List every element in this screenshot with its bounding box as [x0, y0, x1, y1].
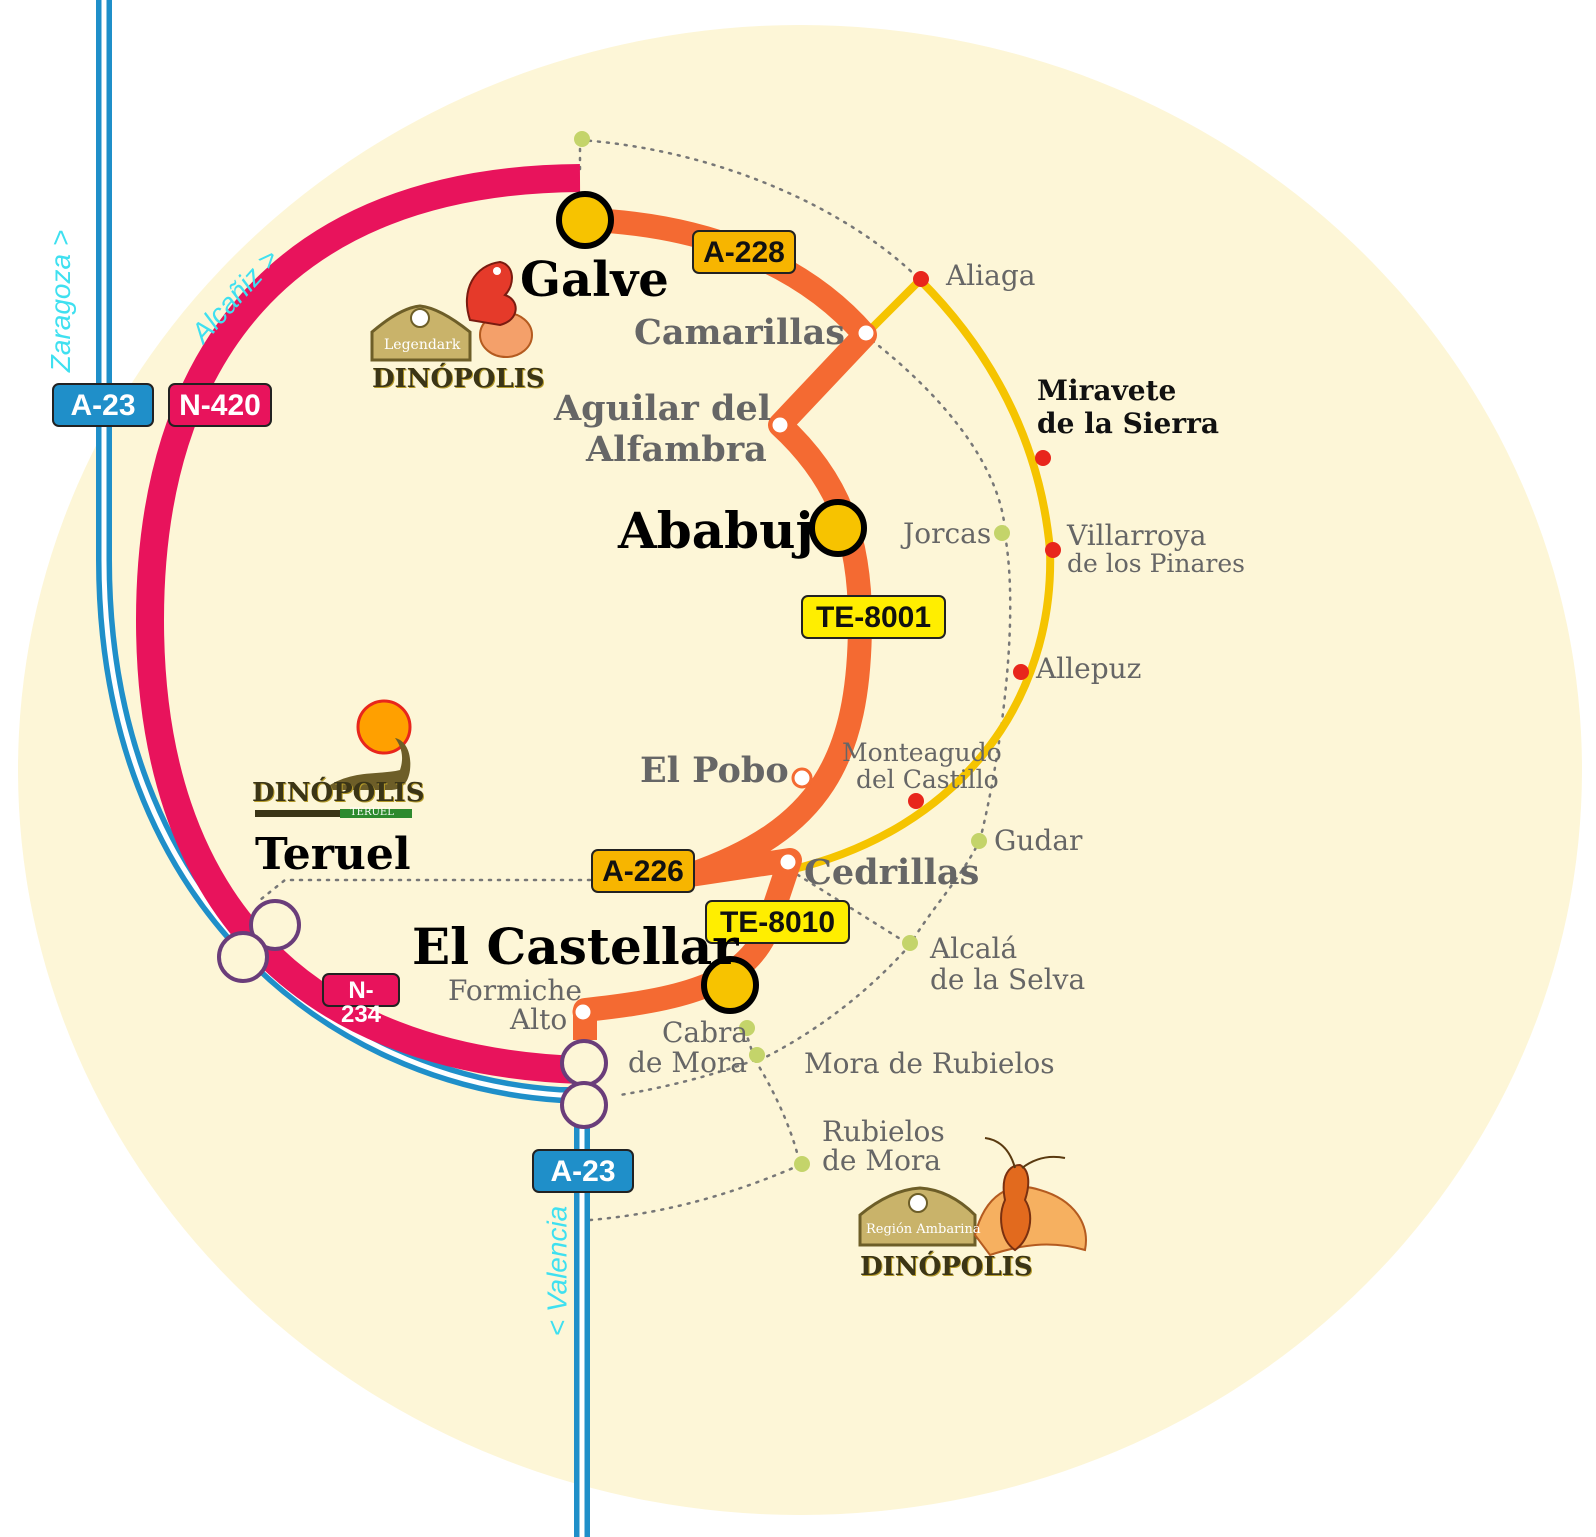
villarroya-node [1045, 542, 1061, 558]
alcala-node [902, 935, 918, 951]
road-badge-te8010: TE-8010 [705, 900, 850, 944]
top-node [574, 131, 590, 147]
ambarina-badge-text: Región Ambarina [866, 1222, 981, 1237]
n420-n234-route [135, 164, 581, 1084]
label-aliaga: Aliaga [946, 259, 1036, 292]
allepuz-node [1013, 664, 1029, 680]
label-teruel: Teruel [255, 829, 411, 880]
road-badge-a23-north: A-23 [52, 383, 154, 427]
aliaga-node [913, 271, 929, 287]
cabra-node [739, 1020, 755, 1036]
label-aguilar-line2: Alfambra [586, 429, 767, 470]
label-formiche-line2: Alto [510, 1003, 568, 1036]
legendark-logo [370, 260, 533, 362]
miravete-route [789, 274, 1055, 874]
red-stop-nodes [908, 271, 1061, 809]
label-alcala-line1: Alcalá [930, 932, 1018, 965]
teruel-brand-text: DINÓPOLIS [252, 778, 425, 808]
road-badge-a226: A-226 [591, 849, 695, 893]
ambarina-logo [858, 1137, 1087, 1257]
label-gudar: Gudar [994, 824, 1083, 857]
rubielos-node [794, 1156, 810, 1172]
label-el-castellar: El Castellar [412, 917, 739, 976]
ambarina-brand-text: DINÓPOLIS [860, 1252, 1033, 1282]
label-aguilar-line1: Aguilar del [554, 388, 772, 429]
label-cedrillas: Cedrillas [804, 852, 980, 893]
ababuj-node [809, 499, 867, 557]
junction-teruel [217, 899, 301, 983]
road-badge-a23-south: A-23 [532, 1149, 634, 1193]
el-pobo-node [791, 767, 813, 789]
miravete-node [1035, 450, 1051, 466]
road-badge-n420: N-420 [168, 383, 272, 427]
teruel-sub-text: TERUEL [350, 807, 394, 818]
label-miravete-line1: Miravete [1037, 374, 1177, 407]
label-rubielos-line2: de Mora [822, 1144, 941, 1177]
label-cabra-line2: de Mora [628, 1046, 747, 1079]
label-formiche-line1: Formiche [448, 974, 582, 1007]
label-ababuj: Ababuj [618, 501, 814, 560]
direction-zaragoza: Zaragoza > [45, 229, 77, 373]
legendark-badge-text: Legendark [384, 337, 461, 353]
label-villarroya-line1: Villarroya [1067, 519, 1207, 552]
formiche-node [572, 1001, 594, 1023]
junction-formiche [560, 1039, 608, 1129]
legendark-brand-text: DINÓPOLIS [372, 364, 545, 394]
label-cabra-line1: Cabra [662, 1016, 749, 1049]
cedrillas-node [777, 851, 799, 873]
el-castellar-node [701, 956, 759, 1014]
camarillas-node [855, 322, 877, 344]
monteagudo-node [908, 793, 924, 809]
label-camarillas: Camarillas [634, 312, 845, 353]
label-villarroya-line2: de los Pinares [1067, 549, 1245, 578]
label-galve: Galve [520, 252, 669, 308]
label-monteagudo-line1: Monteagudo [842, 738, 1002, 767]
teruel-dinopolis-logo [255, 699, 412, 818]
label-miravete-line2: de la Sierra [1037, 407, 1219, 440]
direction-valencia: < Valencia [541, 1205, 573, 1337]
label-jorcas: Jorcas [903, 517, 992, 550]
galve-node [556, 191, 614, 249]
aguilar-node [769, 414, 791, 436]
road-badge-a228: A-228 [692, 230, 796, 274]
label-rubielos-line1: Rubielos [822, 1115, 945, 1148]
gudar-node [971, 833, 987, 849]
label-monteagudo-line2: del Castillo [856, 765, 999, 794]
mora-node [749, 1047, 765, 1063]
jorcas-node [994, 525, 1010, 541]
label-alcala-line2: de la Selva [930, 963, 1086, 996]
road-badge-te8001: TE-8001 [801, 595, 946, 639]
white-stop-nodes [572, 322, 877, 1023]
label-allepuz: Allepuz [1036, 652, 1142, 685]
label-el-pobo: El Pobo [640, 750, 789, 791]
label-mora-de-rubielos: Mora de Rubielos [804, 1047, 1055, 1080]
green-stop-nodes [574, 131, 1010, 1172]
road-badge-n234: N-234 [322, 973, 400, 1027]
